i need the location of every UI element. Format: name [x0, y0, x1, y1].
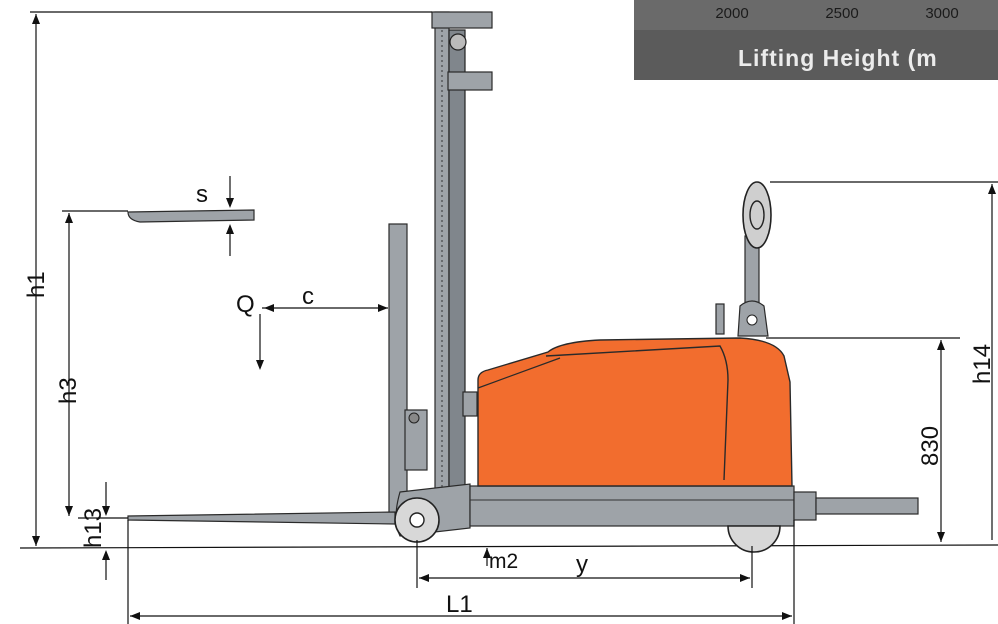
body-shell [477, 337, 793, 487]
inset-tick-2000: 2000 [715, 5, 748, 22]
inset-chart-fragment: 2000 2500 3000 Lifting Height (m [634, 0, 998, 80]
s-label: s [196, 181, 208, 208]
q-label: Q [236, 291, 255, 318]
m2-label: m2 [489, 550, 518, 573]
rear-platform [815, 497, 919, 515]
h3-label: h3 [55, 377, 82, 404]
h1-label: h1 [23, 271, 50, 298]
tiller-head [742, 181, 772, 249]
control-lever [715, 303, 725, 335]
y-label: y [576, 551, 588, 578]
mast [431, 11, 493, 493]
h13-label: h13 [80, 508, 107, 548]
load-backrest [388, 223, 408, 515]
inset-tick-2500: 2500 [825, 5, 858, 22]
chassis-frame [469, 485, 795, 527]
tiller-handle [715, 181, 772, 337]
mast-top-cap [431, 11, 493, 29]
chassis [395, 483, 919, 537]
inset-tick-3000: 3000 [925, 5, 958, 22]
830-label: 830 [917, 426, 944, 466]
c-label: c [302, 283, 314, 310]
ground-line [19, 544, 998, 549]
drive-wheel [727, 525, 781, 553]
l1-label: L1 [446, 591, 473, 618]
mast-pulley [449, 33, 467, 51]
mast-rail-inner [448, 29, 466, 493]
raised-fork [127, 209, 255, 223]
battery-cover [477, 337, 793, 487]
fork-blade [127, 511, 396, 525]
mast-bracket [462, 391, 478, 417]
h14-label: h14 [969, 344, 996, 384]
rear-bumper [793, 491, 817, 521]
fork-carriage [127, 223, 428, 525]
mast-crossbar [447, 71, 493, 91]
inset-tick-band [634, 0, 998, 30]
carriage-plate [404, 409, 428, 471]
inset-axis-title: Lifting Height (m [738, 45, 938, 71]
